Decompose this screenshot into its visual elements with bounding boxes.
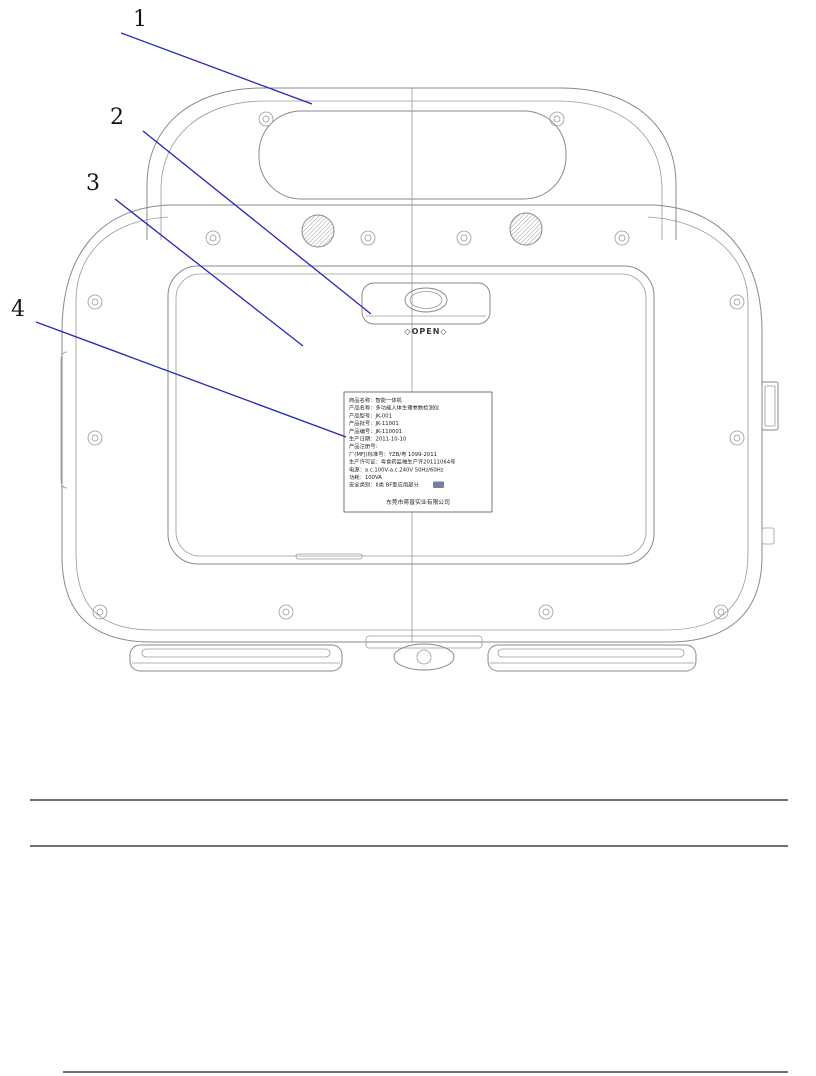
screw-icon xyxy=(258,111,274,127)
callout-3-leader xyxy=(114,198,304,347)
callout-3-number: 3 xyxy=(86,171,100,196)
callouts: 1 2 3 4 xyxy=(11,7,372,438)
callout-2-leader xyxy=(142,130,372,315)
screw-icon xyxy=(278,604,294,620)
label-line: 产品注册号： xyxy=(349,442,381,450)
screw-icon xyxy=(729,430,745,446)
callout-4-number: 4 xyxy=(11,297,25,322)
bottom-center-mount xyxy=(365,635,483,671)
left-side-slot xyxy=(60,351,68,489)
label-line: 电源：a.c.100V-a.c.240V 50Hz/60Hz xyxy=(349,465,444,473)
callout-4-leader xyxy=(35,321,347,438)
screw-icon xyxy=(713,604,729,620)
screw-icon xyxy=(538,604,554,620)
screw-icon xyxy=(614,230,630,246)
label-line: 生产许可证：粤食药监械生产许20111064号 xyxy=(349,458,455,466)
callout-1-number: 1 xyxy=(133,7,147,32)
right-foot xyxy=(487,644,697,672)
handle-inner-arch xyxy=(160,100,663,240)
back-panel-inner xyxy=(175,273,647,557)
screw-icon xyxy=(549,111,565,127)
product-label-box xyxy=(343,391,493,513)
right-side-tab xyxy=(761,527,775,545)
device-back-drawing: ◇OPEN◇ xyxy=(60,87,779,672)
label-line: 安全类别：II类 BF型应用部分 xyxy=(349,481,419,489)
callout-1-leader xyxy=(120,32,313,105)
screw-icon xyxy=(87,430,103,446)
screw-icon xyxy=(87,294,103,310)
label-line: 产品型号：JK-001 xyxy=(349,411,392,419)
back-panel-outer xyxy=(167,265,655,565)
screw-icon xyxy=(205,230,221,246)
page-rules xyxy=(30,799,788,1073)
screw-icon xyxy=(360,230,376,246)
product-label: 商品名称：智能一体机 产品名称：多功能人体生理参数检测仪 产品型号：JK-001… xyxy=(343,391,493,513)
screws xyxy=(87,111,745,620)
speaker-grille-icon xyxy=(509,212,543,246)
label-company: 东莞市蒋普实业有限公司 xyxy=(386,498,450,506)
right-side-connector xyxy=(761,381,779,431)
safety-class-badge xyxy=(433,481,444,488)
label-line: 商品名称：智能一体机 xyxy=(349,396,403,404)
screw-icon xyxy=(729,294,745,310)
handle-opening xyxy=(258,110,567,200)
left-foot xyxy=(129,644,343,672)
handle-outer-arch xyxy=(146,87,677,240)
label-line: 功耗：100VA xyxy=(349,473,382,481)
screw-icon xyxy=(92,604,108,620)
callout-2-number: 2 xyxy=(110,105,124,130)
label-line: 产品批号：JK-11001 xyxy=(349,419,399,427)
label-line: 产品编号：JK-110001 xyxy=(349,427,402,435)
body-outline xyxy=(61,204,763,643)
label-line: 产品名称：多功能人体生理参数检测仪 xyxy=(349,404,440,412)
label-line: 生产日期：2011-10-10 xyxy=(349,435,407,443)
label-line: 厂(MFJ)标准号：YZB/粤 1099-2011 xyxy=(349,450,437,458)
body-inner-contour xyxy=(75,216,749,631)
panel-bottom-slot xyxy=(295,553,363,560)
latch xyxy=(361,282,491,325)
open-marking: ◇OPEN◇ xyxy=(404,327,447,336)
speaker-grille-icon xyxy=(301,214,335,248)
screw-icon xyxy=(456,230,472,246)
